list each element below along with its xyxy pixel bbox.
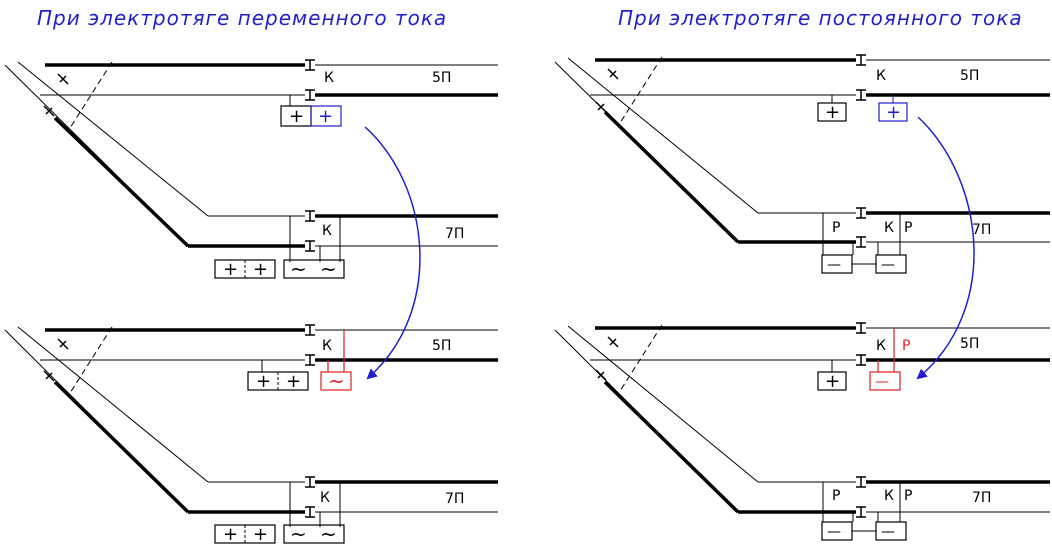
label-relay-p-red: Р <box>902 338 910 354</box>
label-k: К <box>322 338 332 354</box>
plus-symbol: + <box>256 371 271 392</box>
label-relay-p: Р <box>832 488 840 504</box>
label-track-7: 7П <box>445 491 464 507</box>
plus-symbol-blue: + <box>886 102 901 123</box>
label-relay-p: Р <box>832 220 840 236</box>
ac-wave-symbol: ~ <box>320 257 337 281</box>
label-k: К <box>322 223 332 239</box>
label-k: К <box>320 490 330 506</box>
minus-symbol: — <box>881 257 895 273</box>
label-track-5: 5П <box>432 70 451 86</box>
label-k: К <box>884 488 894 504</box>
label-track-7: 7П <box>972 222 991 238</box>
label-relay-p: Р <box>904 220 912 236</box>
plus-symbol: + <box>223 259 238 280</box>
ac-wave-symbol: ~ <box>290 257 307 281</box>
title-dc-traction: При электротяге постоянного тока <box>618 6 1023 30</box>
minus-symbol: — <box>827 257 841 273</box>
label-k: К <box>324 70 334 86</box>
label-track-5: 5П <box>432 338 451 354</box>
plus-symbol: + <box>286 371 301 392</box>
label-relay-p: Р <box>904 488 912 504</box>
label-track-7: 7П <box>445 226 464 242</box>
plus-symbol-blue: + <box>318 106 333 127</box>
ac-wave-symbol: ~ <box>320 522 337 545</box>
label-k: К <box>876 68 886 84</box>
ac-panel-top <box>4 59 498 279</box>
plus-symbol: + <box>825 102 840 123</box>
minus-symbol-red: — <box>875 374 889 390</box>
plus-symbol: + <box>253 259 268 280</box>
ac-wave-symbol-red: ~ <box>328 369 345 393</box>
plus-symbol: + <box>253 524 268 545</box>
plus-symbol: + <box>825 371 840 392</box>
label-k: К <box>884 220 894 236</box>
dc-panel-bottom <box>554 322 1050 541</box>
title-ac-traction: При электротяге переменного тока <box>37 6 448 30</box>
arrow-ac <box>364 126 421 380</box>
arrow-dc <box>916 116 975 380</box>
label-track-5: 5П <box>960 336 979 352</box>
minus-symbol: — <box>881 524 895 540</box>
label-track-7: 7П <box>972 490 991 506</box>
label-track-5: 5П <box>960 68 979 84</box>
plus-symbol: + <box>289 106 304 127</box>
minus-symbol: — <box>827 524 841 540</box>
label-k: К <box>876 338 886 354</box>
ac-panel-bottom <box>4 324 498 544</box>
dc-panel-top <box>554 54 1050 274</box>
plus-symbol: + <box>223 524 238 545</box>
ac-wave-symbol: ~ <box>290 522 307 545</box>
